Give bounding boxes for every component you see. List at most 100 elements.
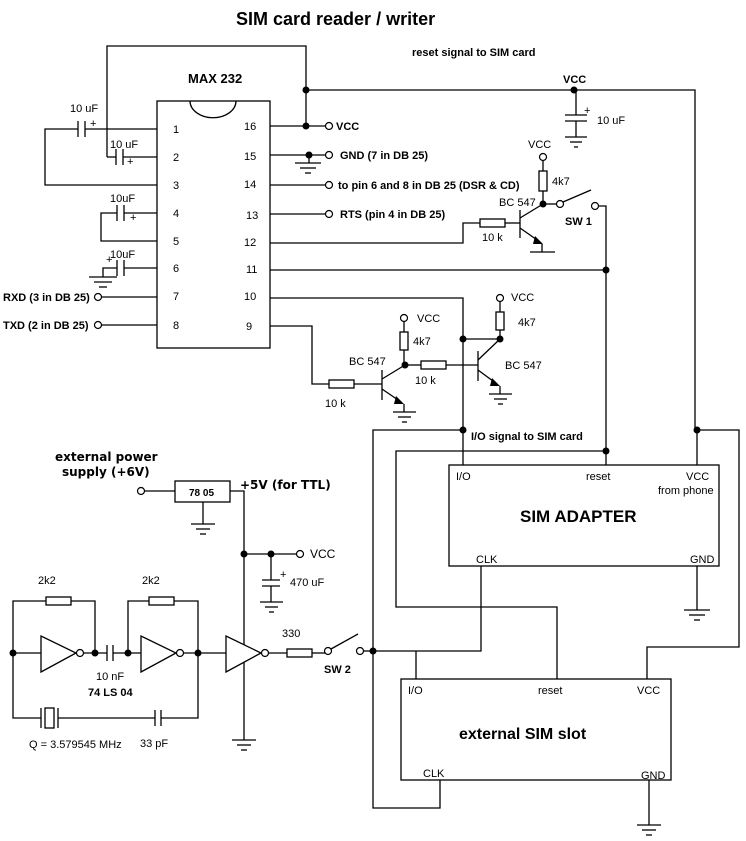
sim-adapter-io-pin: I/O — [456, 471, 471, 483]
transistor-bc547 — [381, 364, 416, 423]
vcc-terminal — [538, 152, 548, 162]
sim-adapter-gnd-pin: GND — [690, 554, 715, 566]
resistor-10k — [420, 360, 447, 370]
rxd-terminal — [93, 292, 103, 302]
pin-label: 7 — [173, 291, 179, 303]
plus-label: + — [584, 105, 590, 117]
diagram-title: SIM card reader / writer — [236, 9, 435, 29]
vcc-terminal — [399, 313, 409, 323]
plus-label: + — [280, 569, 286, 581]
transistor-label: BC 547 — [499, 197, 536, 209]
transistor-label: BC 547 — [505, 360, 542, 372]
dsr-cd-label: to pin 6 and 8 in DB 25 (DSR & CD) — [338, 180, 520, 192]
pin-label: 10 — [244, 291, 256, 303]
resistor-2k2 — [45, 596, 72, 606]
pin-label: 13 — [246, 210, 258, 222]
resistor-10k-label: 10 k — [415, 375, 436, 387]
resistor-10k — [479, 218, 506, 228]
resistor-4k7-label: 4k7 — [413, 336, 431, 348]
ext-sim-reset-pin: reset — [538, 685, 562, 697]
pin-label: 14 — [244, 179, 256, 191]
rxd-label: RXD (3 in DB 25) — [3, 292, 90, 304]
ext-sim-vcc-pin: VCC — [637, 685, 660, 697]
plus5v-label: +5V (for TTL) — [240, 478, 331, 492]
txd-label: TXD (2 in DB 25) — [3, 320, 89, 332]
ext-sim-clk-pin: CLK — [423, 768, 445, 780]
txd-terminal — [93, 320, 103, 330]
vcc-label: VCC — [511, 292, 534, 304]
resistor-2k2 — [148, 596, 175, 606]
cap-10uf-label: 10uF — [110, 249, 135, 261]
gnd-label: GND (7 in DB 25) — [340, 150, 428, 162]
pin-label: 4 — [173, 208, 179, 220]
sw2-label: SW 2 — [324, 664, 351, 676]
transistor-bc547 — [477, 338, 512, 405]
pin-label: 5 — [173, 236, 179, 248]
io-signal-label: I/O signal to SIM card — [471, 431, 583, 443]
inverter-gate — [225, 634, 270, 674]
max232-chip: MAX 232 1 2 3 4 5 6 7 8 16 15 14 13 12 1… — [156, 71, 271, 349]
plus-label: + — [127, 156, 133, 168]
resistor-2k2-label: 2k2 — [38, 575, 56, 587]
inverter-gate — [40, 634, 85, 674]
regulator-label: 78 05 — [189, 488, 214, 499]
ext-sim-io-pin: I/O — [408, 685, 423, 697]
pin-label: 11 — [246, 264, 257, 276]
ext-power-terminal — [136, 486, 146, 496]
pin-label: 1 — [173, 124, 179, 136]
cap-470uf-label: 470 uF — [290, 577, 325, 589]
cap-10uf-label: 10uF — [110, 193, 135, 205]
ic-74ls04-label: 74 LS 04 — [88, 687, 134, 699]
cap-10uf-label: 10 uF — [110, 139, 138, 151]
pin-label: 9 — [246, 321, 252, 333]
sim-adapter-clk-pin: CLK — [476, 554, 498, 566]
pin-label: 12 — [244, 237, 256, 249]
resistor-4k7-label: 4k7 — [518, 317, 536, 329]
pin-label: 3 — [173, 180, 179, 192]
vcc-label: VCC — [336, 121, 359, 133]
vcc-label: VCC — [417, 313, 440, 325]
resistor-4k7 — [538, 170, 548, 192]
vcc-terminal — [295, 549, 305, 559]
transistor-label: BC 547 — [349, 356, 386, 368]
resistor-10k — [328, 379, 355, 389]
switch-sw2[interactable] — [323, 633, 365, 656]
sw1-label: SW 1 — [565, 216, 592, 228]
vcc-label: VCC — [528, 139, 551, 151]
resistor-10k-label: 10 k — [482, 232, 503, 244]
ext-power-label-1: external power — [55, 450, 158, 464]
external-sim-slot-box: I/O reset VCC external SIM slot CLK GND — [400, 678, 672, 782]
max232-label: MAX 232 — [188, 71, 242, 86]
resistor-4k7 — [399, 331, 409, 351]
switch-sw1[interactable] — [555, 189, 600, 211]
sim-adapter-reset-pin: reset — [586, 471, 610, 483]
cap-33pf-label: 33 pF — [140, 738, 168, 750]
sim-adapter-title: SIM ADAPTER — [520, 507, 637, 526]
dsr-cd-terminal — [324, 180, 334, 190]
plus-label: + — [90, 118, 96, 130]
pin-label: 6 — [173, 263, 179, 275]
rts-label: RTS (pin 4 in DB 25) — [340, 209, 445, 221]
resistor-2k2-label: 2k2 — [142, 575, 160, 587]
sim-adapter-box: I/O reset VCC from phone SIM ADAPTER CLK… — [448, 464, 720, 567]
ext-sim-gnd-pin: GND — [641, 770, 666, 782]
sim-adapter-vcc-pin: VCC — [686, 471, 709, 483]
resistor-330 — [286, 648, 313, 658]
plus-label: + — [106, 254, 112, 266]
cap-10nf-label: 10 nF — [96, 671, 124, 683]
ext-power-label-2: supply (+6V) — [62, 465, 150, 479]
pin-label: 2 — [173, 152, 179, 164]
crystal-label: Q = 3.579545 MHz — [29, 739, 122, 751]
ext-sim-title: external SIM slot — [459, 726, 587, 743]
resistor-330-label: 330 — [282, 628, 300, 640]
resistor-10k-label: 10 k — [325, 398, 346, 410]
sim-adapter-vcc-note: from phone — [658, 485, 714, 497]
cap-10uf-label: 10 uF — [70, 103, 98, 115]
vcc-terminal — [324, 121, 334, 131]
reset-signal-label: reset signal to SIM card — [412, 47, 535, 59]
transistor-bc547 — [519, 203, 555, 253]
vcc-terminal — [495, 293, 505, 303]
pin-label: 8 — [173, 320, 179, 332]
resistor-4k7 — [495, 311, 505, 331]
inverter-gate — [140, 634, 185, 674]
